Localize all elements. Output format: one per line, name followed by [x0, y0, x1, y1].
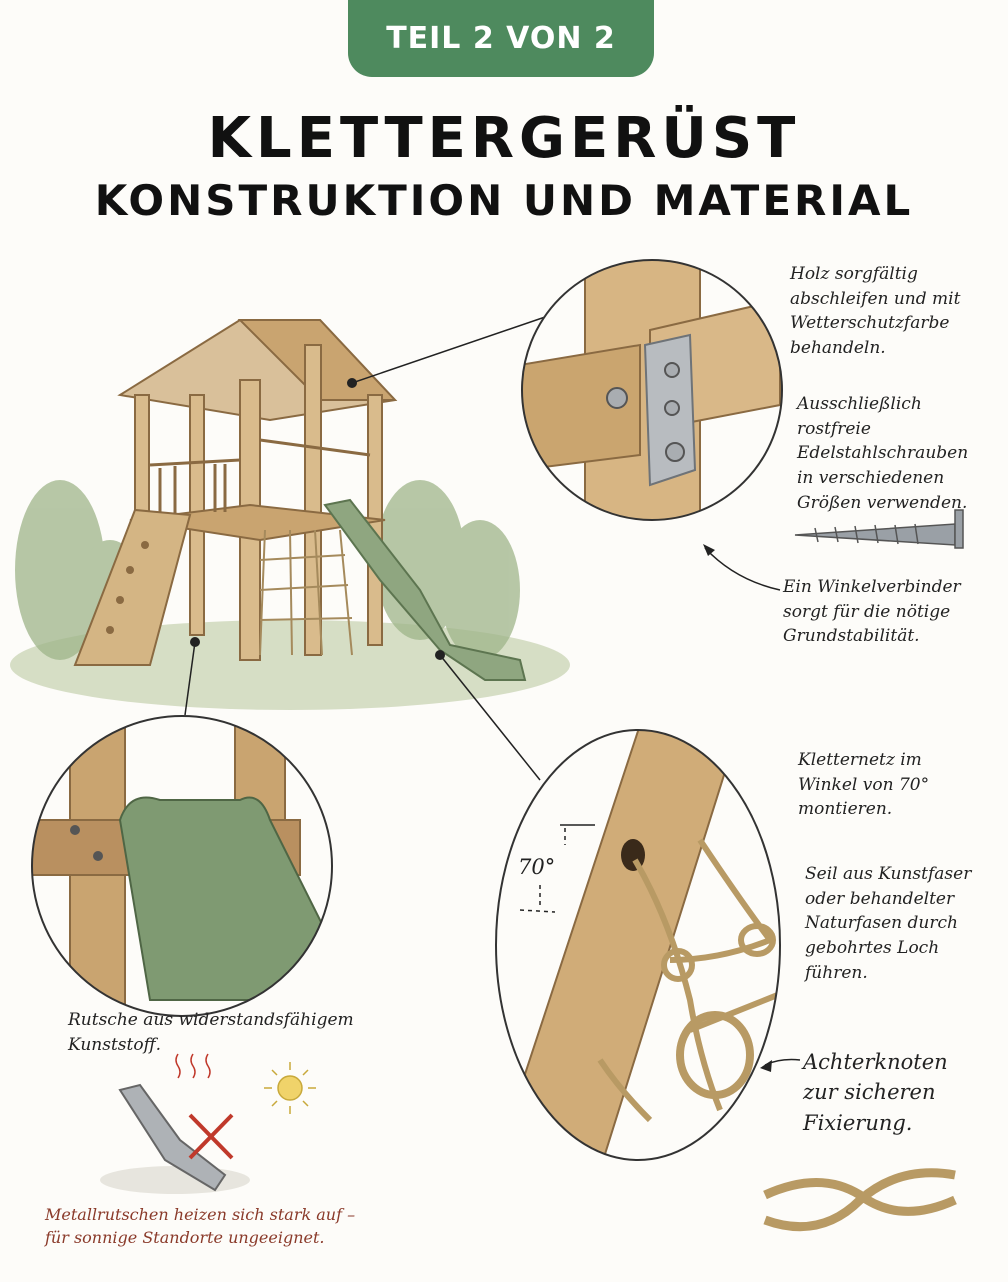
platform — [129, 503, 386, 542]
metal-slide-icon — [100, 1053, 250, 1194]
note-metal-warning: Metallrutschen heizen sich stark auf – f… — [45, 1205, 356, 1248]
bracket-detail — [521, 259, 783, 521]
note-bracket: Ein Winkelverbinder sorgt für die nötige… — [783, 577, 961, 647]
page-subtitle: KONSTRUKTION UND MATERIAL — [94, 176, 914, 225]
note-slide: Rutsche aus widerstandsfähigem Kunststof… — [68, 1010, 354, 1055]
note-screws: Ausschließlich rostfreie Edelstahlschrau… — [797, 394, 969, 513]
part-badge: TEIL 2 VON 2 — [348, 0, 654, 77]
slide — [323, 498, 527, 681]
page-title: KLETTERGERÜST — [207, 106, 801, 171]
note-net-angle: Kletternetz im Winkel von 70° montieren. — [798, 750, 930, 820]
note-rope: Seil aus Kunstfaser oder behandelter Nat… — [805, 864, 972, 983]
playground-scene — [10, 319, 570, 710]
sun-icon — [264, 1062, 316, 1114]
rope-detail — [495, 729, 781, 1161]
angle-label: 70° — [518, 855, 556, 879]
note-knot: Achterknoten zur sicheren Fixierung. — [803, 1050, 948, 1135]
reef-knot-icon — [763, 1168, 957, 1232]
note-sanding: Holz sorgfältig abschleifen und mit Wett… — [790, 264, 961, 358]
arrow — [704, 547, 781, 591]
slide-detail — [31, 715, 333, 1017]
screw-icon — [794, 509, 964, 549]
climbing-wall — [73, 508, 192, 666]
climbing-net — [259, 529, 353, 656]
